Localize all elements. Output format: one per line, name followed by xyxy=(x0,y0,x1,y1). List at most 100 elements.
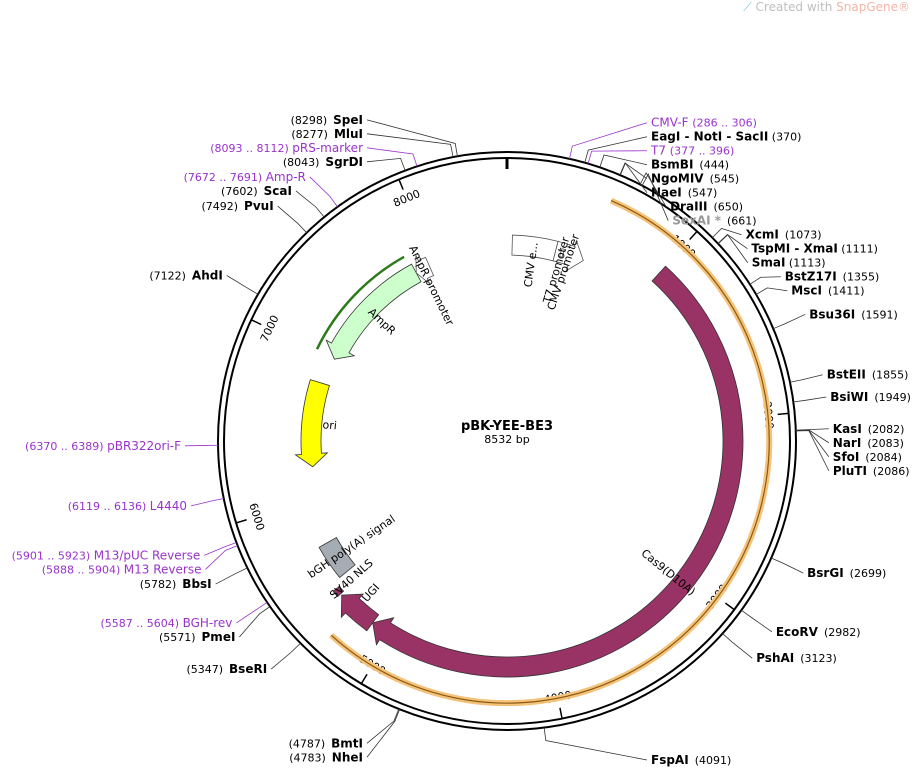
site-label[interactable]: BstZ17I(1355) xyxy=(785,270,879,284)
primer-label[interactable]: (6119 .. 6136) L4440 xyxy=(68,499,187,513)
orf-arc-line xyxy=(330,200,770,704)
site-label[interactable]: XcmI (1073) xyxy=(746,228,822,242)
site-label[interactable]: SmaI (1113) xyxy=(752,256,826,270)
site-label[interactable]: NaeI(547) xyxy=(651,186,717,200)
site-pos: (5347) xyxy=(186,663,223,676)
site-label[interactable]: (8043)SgrDI xyxy=(283,155,363,169)
primer-label[interactable]: (8093 .. 8112) pRS-marker xyxy=(210,141,363,155)
feature-bgh-poly-a-signal[interactable] xyxy=(318,536,356,579)
site-label[interactable]: (4787)BmtI xyxy=(289,736,363,750)
site-label[interactable]: BsrGI(2699) xyxy=(807,566,886,580)
label-leader-line xyxy=(773,313,806,330)
site-name: SpeI xyxy=(333,113,363,127)
label-leader-line xyxy=(795,429,830,457)
site-label[interactable]: (4783)NheI xyxy=(289,750,363,764)
site-label[interactable]: PshAI(3123) xyxy=(756,651,837,665)
site-label[interactable]: TspMI - XmaI (1111) xyxy=(751,242,877,256)
site-label[interactable]: EagI - NotI - SacII (370) xyxy=(651,130,801,144)
site-label[interactable]: DraIII(650) xyxy=(670,200,743,214)
tick-mark xyxy=(398,179,404,190)
site-label[interactable]: BsmBI(444) xyxy=(651,158,729,172)
label-leader-line xyxy=(270,642,301,670)
label-leader-line xyxy=(599,154,648,168)
label-leader-line xyxy=(366,133,454,158)
tick-mark xyxy=(777,412,789,416)
site-pos: (444) xyxy=(699,159,729,172)
label-leader-line xyxy=(366,157,406,171)
site-label[interactable]: (7602)ScaI xyxy=(221,184,292,198)
label-leader-line xyxy=(543,727,648,761)
site-name: XcmI xyxy=(746,228,779,242)
site-label[interactable]: KasI(2082) xyxy=(833,422,905,436)
site-label[interactable]: PluTI(2086) xyxy=(833,464,910,478)
primer-label[interactable]: (5587 .. 5604) BGH-rev xyxy=(101,616,233,630)
primer-label[interactable]: T7 (377 .. 396) xyxy=(650,144,734,158)
feature-t7-promoter[interactable] xyxy=(559,248,566,258)
label-leader-line xyxy=(619,162,648,193)
site-label[interactable]: NgoMIV(545) xyxy=(651,172,739,186)
site-label[interactable]: (7122)AhdI xyxy=(149,269,222,283)
site-name: NheI xyxy=(332,750,363,764)
label-leader-line xyxy=(309,176,338,208)
site-label[interactable]: EcoRV(2982) xyxy=(776,625,861,639)
site-name: NaeI xyxy=(651,186,682,200)
site-label[interactable]: SfoI(2084) xyxy=(833,450,902,464)
site-pos: (661) xyxy=(727,215,757,228)
feature-cas9-d10a-[interactable] xyxy=(372,265,744,678)
site-pos: (1855) xyxy=(872,369,909,382)
label-leader-line xyxy=(741,609,773,633)
site-pos: (2086) xyxy=(873,465,910,478)
site-label[interactable]: (5347)BseRI xyxy=(186,662,267,676)
feature-sv40-nls[interactable] xyxy=(332,585,345,598)
primer-label[interactable]: (5888 .. 5904) M13 Reverse xyxy=(42,562,202,576)
site-label[interactable]: Bsu36I(1591) xyxy=(809,307,898,321)
site-pos: (5571) xyxy=(159,631,196,644)
site-label[interactable]: FspAI(4091) xyxy=(651,753,731,767)
primer-label[interactable]: CMV-F (286 .. 306) xyxy=(651,116,757,130)
primer-label[interactable]: (6370 .. 6389) pBR322ori-F xyxy=(25,439,181,453)
site-label[interactable]: (8277) MluI xyxy=(291,127,363,141)
site-pos: (1949) xyxy=(874,391,911,404)
label-leader-line xyxy=(295,190,325,218)
site-pos: (2084) xyxy=(865,451,902,464)
site-name: AhdI xyxy=(192,269,223,283)
primer-label[interactable]: (7672 .. 7691) Amp-R xyxy=(184,170,306,184)
site-name: DraIII xyxy=(670,200,707,214)
feature-ugi[interactable] xyxy=(340,593,380,632)
feature-cmv-promoter[interactable] xyxy=(552,239,584,272)
site-label[interactable]: (8298)SpeI xyxy=(291,113,363,127)
label-leader-line xyxy=(722,633,753,659)
site-label[interactable]: (5571)PmeI xyxy=(159,630,235,644)
site-name: MscI xyxy=(791,284,822,298)
site-label[interactable]: MscI(1411) xyxy=(791,284,864,298)
site-label[interactable]: SexAI *(661) xyxy=(672,214,756,228)
site-pos: (1111) xyxy=(838,243,878,256)
primer-range: (6119 .. 6136) xyxy=(68,500,150,513)
label-leader-line xyxy=(795,430,830,471)
label-leader-line xyxy=(587,150,648,164)
label-leader-line xyxy=(641,173,669,221)
feature-ori[interactable] xyxy=(294,379,330,468)
primer-range: (5587 .. 5604) xyxy=(101,617,183,630)
site-label[interactable]: BsiWI(1949) xyxy=(830,390,911,404)
label-leader-line xyxy=(185,444,219,447)
primer-name: CMV-F xyxy=(651,116,692,130)
site-label[interactable]: (7492)PvuI xyxy=(201,199,273,213)
site-pos: (8277) xyxy=(291,128,328,141)
site-name: MluI xyxy=(334,127,363,141)
backbone-group xyxy=(217,151,797,731)
label-leader-line xyxy=(569,122,648,159)
site-label[interactable]: NarI(2083) xyxy=(833,436,904,450)
site-pos: (1073) xyxy=(785,229,822,242)
orf-group xyxy=(329,197,773,707)
site-label[interactable]: (5782)BbsI xyxy=(140,577,212,591)
primer-label[interactable]: (5901 .. 5923) M13/pUC Reverse xyxy=(12,548,201,562)
feature-ampr-promoter[interactable] xyxy=(415,254,435,285)
label-leader-line xyxy=(789,374,823,383)
primer-name: M13 Reverse xyxy=(124,562,202,576)
label-leader-line xyxy=(712,228,742,238)
site-label[interactable]: BstEII(1855) xyxy=(827,368,909,382)
label-leader-line xyxy=(749,276,781,285)
site-pos: (2082) xyxy=(868,423,905,436)
